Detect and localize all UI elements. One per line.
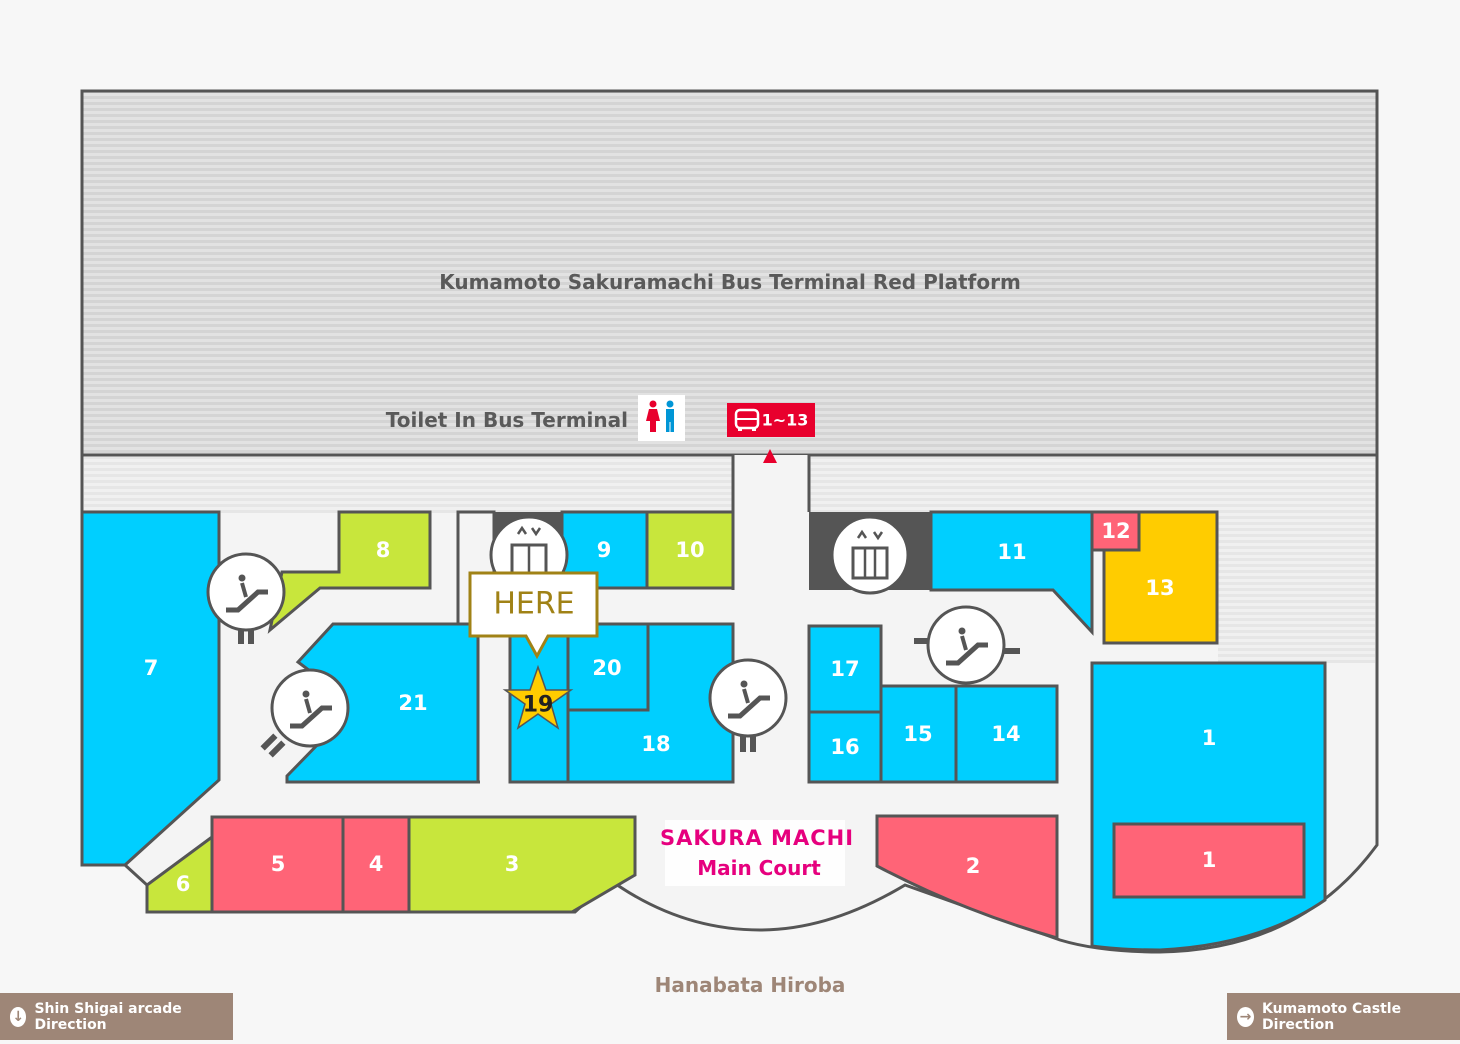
- unit-20[interactable]: 20: [566, 622, 650, 712]
- arrow-right-icon: →: [1237, 1006, 1255, 1027]
- unit-14-label: 14: [991, 722, 1020, 746]
- here-marker: HERE: [468, 571, 599, 660]
- bus-stop-label: 1~13: [762, 411, 809, 430]
- unit-4-label: 4: [369, 852, 384, 876]
- court-subtitle: Main Court: [697, 856, 821, 880]
- shin-shigai-direction-button[interactable]: ↓ Shin Shigai arcade Direction: [0, 993, 233, 1040]
- unit-12-label: 12: [1101, 519, 1130, 543]
- unit-14[interactable]: 14: [954, 684, 1059, 784]
- entrance-arrow-icon: [763, 449, 777, 463]
- unit-18-label: 18: [641, 732, 670, 756]
- unit-8-label: 8: [376, 538, 391, 562]
- unit-11-label: 11: [997, 540, 1026, 564]
- shin-shigai-direction-label: Shin Shigai arcade Direction: [34, 1000, 182, 1033]
- arrow-down-icon: ↓: [10, 1006, 27, 1027]
- unit-17-label: 17: [830, 657, 859, 681]
- unit-2[interactable]: 2: [875, 814, 1059, 940]
- unit-15[interactable]: 15: [879, 684, 958, 784]
- unit-3[interactable]: 3: [407, 815, 637, 914]
- unit-7[interactable]: 7: [80, 510, 221, 867]
- unit-11[interactable]: 11: [929, 510, 1094, 636]
- unit-8[interactable]: 8: [267, 510, 432, 634]
- unit-4[interactable]: 4: [341, 815, 411, 914]
- unit-21[interactable]: 21: [285, 622, 480, 784]
- bus-stop-marker[interactable]: 1~13: [727, 403, 815, 463]
- unit-10-label: 10: [675, 538, 704, 562]
- elevator-icon[interactable]: [830, 515, 910, 595]
- here-label: HERE: [493, 587, 574, 622]
- restroom-icon[interactable]: [638, 395, 685, 441]
- platform-label: Kumamoto Sakuramachi Bus Terminal Red Pl…: [439, 270, 1021, 294]
- unit-2-label: 2: [966, 854, 981, 878]
- hanabata-hiroba-label: Hanabata Hiroba: [655, 973, 846, 997]
- unit-6[interactable]: 6: [145, 834, 214, 914]
- current-unit-label: 19: [523, 693, 554, 718]
- unit-9-label: 9: [597, 538, 612, 562]
- corridor-stripes-left: [84, 457, 732, 513]
- unit-20-label: 20: [592, 656, 621, 680]
- entrance-passage: [733, 455, 809, 615]
- escalator-icon[interactable]: [206, 552, 286, 644]
- toilet-label: Toilet In Bus Terminal: [386, 408, 628, 432]
- kumamoto-castle-direction-button[interactable]: → Kumamoto Castle Direction: [1227, 993, 1460, 1040]
- corridor-stripes-right: [810, 457, 1375, 513]
- unit-7-label: 7: [144, 656, 159, 680]
- bus-terminal-platform: [80, 89, 1379, 457]
- escalator-icon[interactable]: [914, 605, 1020, 685]
- unit-15-label: 15: [903, 722, 932, 746]
- unit-16-label: 16: [830, 735, 859, 759]
- unit-13-label: 13: [1145, 576, 1174, 600]
- kumamoto-castle-direction-label: Kumamoto Castle Direction: [1262, 1000, 1402, 1033]
- unit-1-inner[interactable]: 1: [1112, 822, 1306, 899]
- corridor-stripes-far-right: [1218, 513, 1375, 663]
- unit-3-label: 3: [505, 852, 520, 876]
- unit-1-inner-label: 1: [1202, 848, 1217, 872]
- unit-5[interactable]: 5: [210, 815, 345, 914]
- escalator-icon[interactable]: [708, 658, 788, 752]
- unit-16[interactable]: 16: [807, 710, 883, 784]
- unit-1-large[interactable]: 1: [1090, 661, 1327, 952]
- unit-1-label: 1: [1202, 726, 1217, 750]
- unit-5-label: 5: [271, 852, 286, 876]
- unit-17[interactable]: 17: [807, 624, 883, 714]
- unit-10[interactable]: 10: [645, 510, 735, 590]
- bus-icon: [734, 408, 760, 431]
- star-icon: 19: [502, 664, 574, 730]
- escalator-icon[interactable]: [260, 668, 350, 758]
- unit-12[interactable]: 12: [1090, 510, 1141, 552]
- court-title: SAKURA MACHI: [660, 826, 854, 850]
- unit-21-label: 21: [398, 691, 427, 715]
- court-label-bg: [665, 820, 845, 886]
- unit-6-label: 6: [176, 872, 191, 896]
